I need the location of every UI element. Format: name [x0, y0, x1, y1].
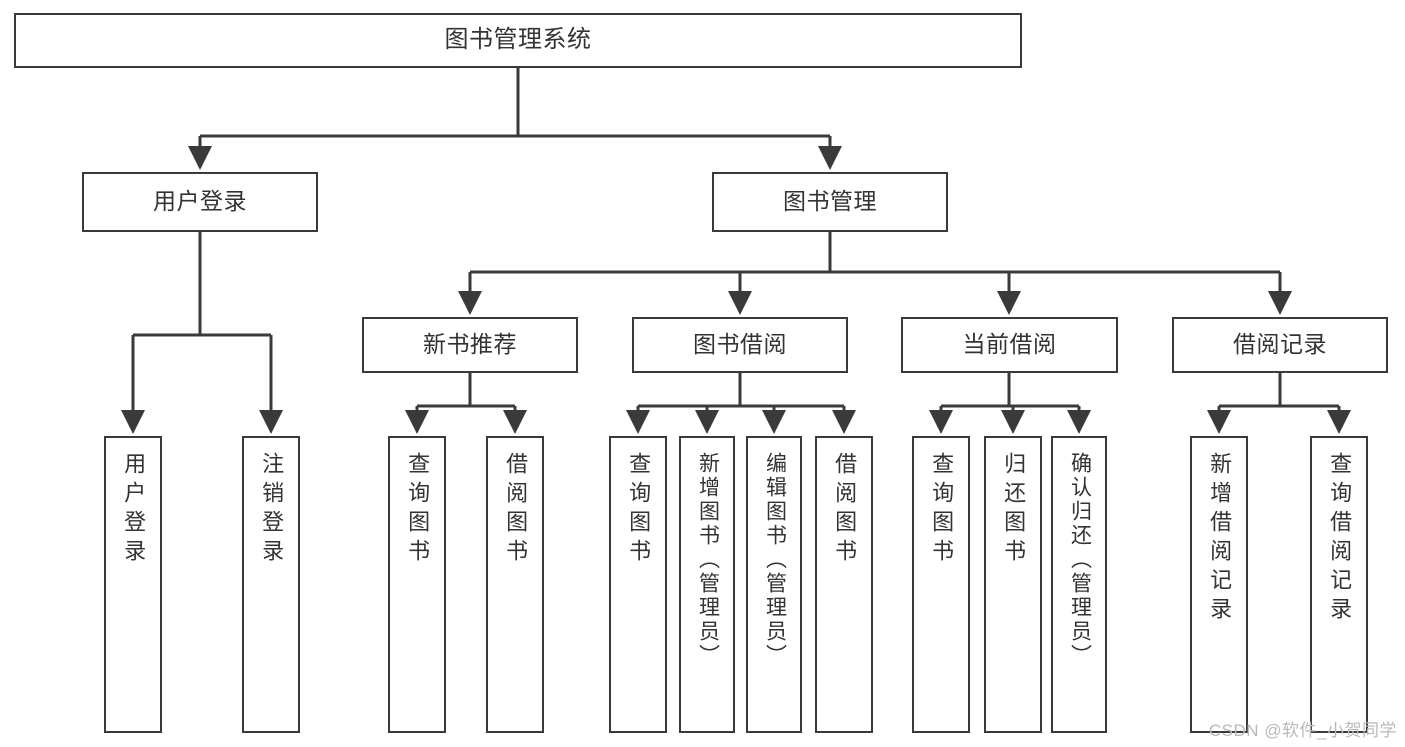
node-leaf-query-record-label: 查询借阅记录: [1327, 452, 1353, 626]
node-leaf-query-record[interactable]: 查询借阅记录: [1310, 436, 1368, 733]
node-leaf-add-record-label: 新增借阅记录: [1207, 452, 1233, 626]
node-root[interactable]: 图书管理系统: [14, 13, 1022, 68]
node-new-book-rec[interactable]: 新书推荐: [362, 317, 578, 373]
node-user-login[interactable]: 用户登录: [82, 172, 318, 232]
node-leaf-borrow-book-2[interactable]: 借阅图书: [815, 436, 873, 733]
node-leaf-user-login[interactable]: 用户登录: [104, 436, 162, 733]
node-book-manage-label: 图书管理: [783, 188, 877, 215]
node-book-manage[interactable]: 图书管理: [712, 172, 948, 232]
node-leaf-logout[interactable]: 注销登录: [242, 436, 300, 733]
node-leaf-confirm-return-label: 确认归还（管理员）: [1068, 452, 1092, 668]
node-leaf-add-book-label: 新增图书（管理员）: [696, 452, 720, 668]
node-book-borrow[interactable]: 图书借阅: [632, 317, 848, 373]
node-leaf-user-login-label: 用户登录: [121, 452, 147, 568]
node-current-borrow[interactable]: 当前借阅: [901, 317, 1118, 373]
node-leaf-query-book-3[interactable]: 查询图书: [912, 436, 970, 733]
node-leaf-borrow-book-1-label: 借阅图书: [503, 452, 529, 568]
node-user-login-label: 用户登录: [153, 188, 247, 215]
node-leaf-borrow-book-2-label: 借阅图书: [832, 452, 858, 568]
node-borrow-record[interactable]: 借阅记录: [1172, 317, 1388, 373]
node-leaf-query-book-2[interactable]: 查询图书: [609, 436, 667, 733]
node-borrow-record-label: 借阅记录: [1233, 331, 1327, 358]
node-leaf-return-book-label: 归还图书: [1001, 452, 1027, 568]
watermark: CSDN @软件_小贺同学: [1208, 721, 1397, 740]
node-new-book-rec-label: 新书推荐: [423, 331, 517, 358]
node-root-label: 图书管理系统: [444, 26, 592, 54]
node-leaf-edit-book-label: 编辑图书（管理员）: [763, 452, 787, 668]
node-book-borrow-label: 图书借阅: [693, 331, 787, 358]
node-leaf-edit-book[interactable]: 编辑图书（管理员）: [746, 436, 802, 733]
node-leaf-return-book[interactable]: 归还图书: [984, 436, 1042, 733]
node-leaf-query-book-1-label: 查询图书: [405, 452, 431, 568]
node-leaf-query-book-2-label: 查询图书: [626, 452, 652, 568]
node-leaf-borrow-book-1[interactable]: 借阅图书: [486, 436, 544, 733]
node-leaf-query-book-3-label: 查询图书: [929, 452, 955, 568]
node-leaf-confirm-return[interactable]: 确认归还（管理员）: [1051, 436, 1107, 733]
node-leaf-logout-label: 注销登录: [259, 452, 285, 568]
node-leaf-add-book[interactable]: 新增图书（管理员）: [679, 436, 735, 733]
node-leaf-query-book-1[interactable]: 查询图书: [388, 436, 446, 733]
node-current-borrow-label: 当前借阅: [962, 331, 1057, 358]
node-leaf-add-record[interactable]: 新增借阅记录: [1190, 436, 1248, 733]
